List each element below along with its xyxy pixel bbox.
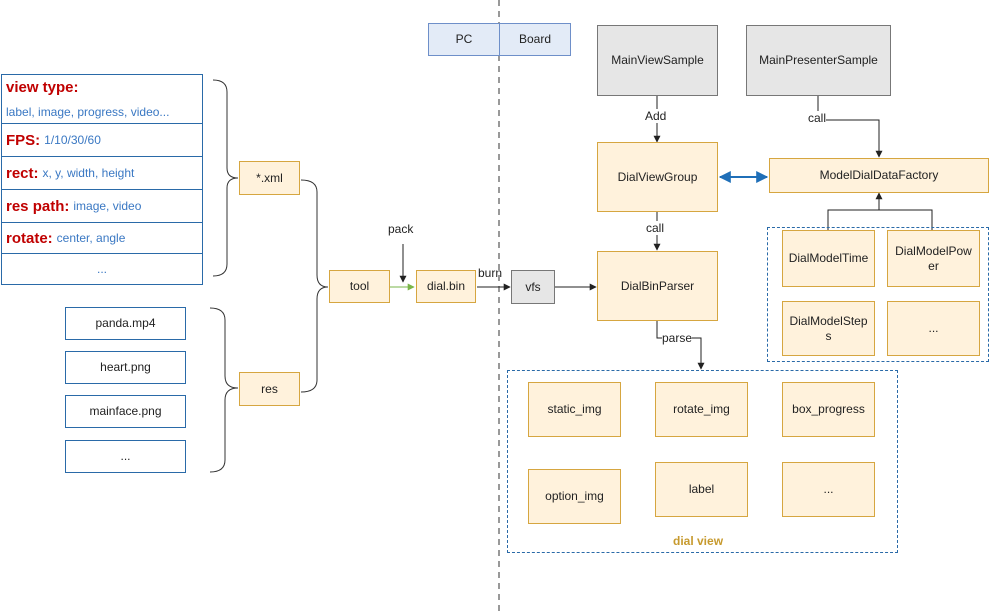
item-label: rotate_img (673, 402, 730, 416)
property-value: ... (96, 262, 107, 276)
resource-name: heart.png (100, 360, 151, 374)
model-more-node: ... (887, 301, 980, 356)
dial-bin-node: dial.bin (416, 270, 476, 303)
parse-arrow (656, 321, 705, 370)
property-value: label, image, progress, video... (6, 104, 170, 119)
dial-view-item: ... (782, 462, 875, 517)
property-key: rotate: (6, 229, 53, 247)
pc-label-box: PC (428, 23, 500, 56)
property-key: FPS: (6, 131, 41, 149)
node-label: vfs (525, 279, 541, 294)
property-row-view-type: view type: label, image, progress, video… (2, 75, 202, 124)
node-label: MainPresenterSample (759, 53, 878, 67)
node-label: DialModelSteps (789, 313, 868, 343)
dial-view-group-node: DialViewGroup (597, 142, 718, 212)
presenter-call-arrow (817, 96, 883, 158)
call-label-mid: call (646, 221, 665, 235)
dial-view-item: rotate_img (655, 382, 748, 437)
property-key: res path: (6, 197, 70, 215)
resource-file: ... (65, 440, 186, 473)
dial-view-item: label (655, 462, 748, 517)
resource-name: panda.mp4 (95, 316, 156, 330)
node-label: res (261, 381, 278, 396)
node-label: DialModelTime (788, 251, 869, 265)
node-label: *.xml (256, 170, 283, 185)
property-row-rotate: rotate: center, angle (2, 223, 202, 254)
board-label-box: Board (499, 23, 571, 56)
node-label: DialModelPower (895, 243, 972, 273)
property-row-more: ... (2, 254, 202, 284)
burn-label: burn (478, 266, 503, 280)
dial-model-power-node: DialModelPower (887, 230, 980, 287)
node-label: ... (928, 321, 939, 335)
item-label: label (688, 482, 715, 496)
board-label: Board (518, 32, 552, 46)
node-label: MainViewSample (611, 53, 704, 67)
dial-view-title: dial view (673, 534, 724, 548)
item-label: option_img (545, 489, 604, 503)
node-label: DialViewGroup (617, 169, 698, 184)
property-value: image, video (73, 199, 142, 213)
add-label: Add (645, 109, 667, 123)
resource-name: ... (120, 449, 131, 463)
node-label: dial.bin (426, 279, 466, 293)
pack-label: pack (388, 222, 414, 236)
dial-view-item: option_img (528, 469, 621, 524)
resource-name: mainface.png (89, 404, 162, 418)
dial-bin-parser-node: DialBinParser (597, 251, 718, 321)
property-value: x, y, width, height (42, 166, 135, 180)
pc-label: PC (455, 32, 473, 46)
parse-label: parse (662, 331, 693, 345)
property-value: center, angle (56, 231, 126, 245)
property-key: rect: (6, 164, 39, 182)
property-key: view type: (6, 79, 79, 97)
tool-brace (300, 179, 329, 393)
dial-model-steps-node: DialModelSteps (782, 301, 875, 356)
item-label: static_img (547, 402, 602, 416)
property-value: 1/10/30/60 (44, 133, 101, 147)
item-label: ... (823, 482, 834, 496)
dial-view-item: static_img (528, 382, 621, 437)
node-label: ModelDialDataFactory (819, 168, 939, 182)
resources-brace (209, 307, 239, 473)
xml-node: *.xml (239, 161, 300, 195)
dial-view-item: box_progress (782, 382, 875, 437)
property-row-fps: FPS: 1/10/30/60 (2, 124, 202, 157)
resource-file: panda.mp4 (65, 307, 186, 340)
models-group (767, 227, 989, 362)
resource-file: mainface.png (65, 395, 186, 428)
property-row-res-path: res path: image, video (2, 190, 202, 223)
properties-brace (212, 79, 239, 277)
dial-model-time-node: DialModelTime (782, 230, 875, 287)
vfs-node: vfs (511, 270, 555, 304)
node-label: tool (349, 279, 370, 293)
res-node: res (239, 372, 300, 406)
property-row-rect: rect: x, y, width, height (2, 157, 202, 190)
tool-node: tool (329, 270, 390, 303)
main-view-sample-node: MainViewSample (597, 25, 718, 96)
item-label: box_progress (792, 402, 865, 416)
node-label: DialBinParser (620, 278, 695, 293)
models-inherit-lines (827, 193, 933, 230)
resource-file: heart.png (65, 351, 186, 384)
call-label-top: call (808, 111, 827, 125)
main-presenter-sample-node: MainPresenterSample (746, 25, 891, 96)
properties-table: view type: label, image, progress, video… (1, 74, 203, 285)
model-dial-data-factory-node: ModelDialDataFactory (769, 158, 989, 193)
dial-view-group (507, 370, 898, 553)
